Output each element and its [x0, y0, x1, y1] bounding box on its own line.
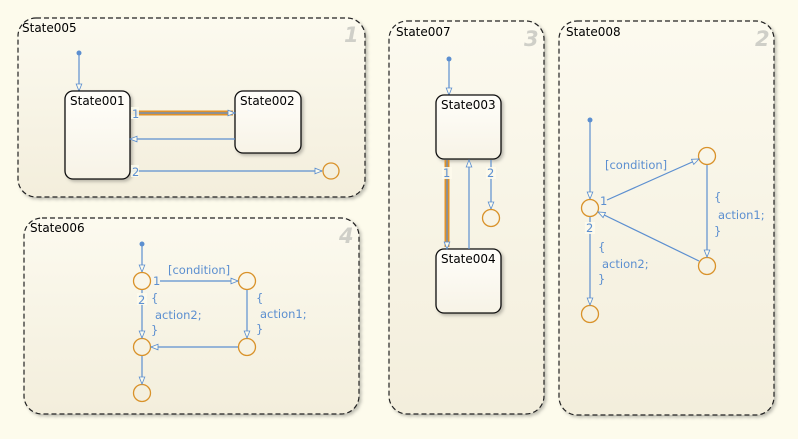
transition-label-condition: [condition]	[605, 158, 667, 172]
transition-label-condition: [condition]	[168, 263, 230, 277]
junction-1[interactable]	[580, 198, 600, 218]
superstate-border[interactable]	[558, 20, 775, 416]
transition-condition[interactable]	[606, 158, 701, 201]
superstate-state008[interactable]: State008 2 1 [condition] { action1; } 2 …	[558, 20, 775, 416]
superstate-border[interactable]	[23, 217, 360, 415]
transition-label-line: action2;	[155, 308, 202, 322]
transition-label-line: {	[256, 291, 263, 305]
transition-label-line: }	[151, 323, 158, 337]
transition-order-2: 2	[487, 166, 494, 180]
execution-order-badge: 2	[755, 27, 770, 51]
transition-label-line: action1;	[718, 208, 765, 222]
state-state003[interactable]: State003	[435, 94, 502, 160]
superstate-label[interactable]: State008	[566, 25, 621, 39]
execution-order-badge: 4	[338, 224, 354, 248]
superstate-label[interactable]: State006	[30, 221, 85, 235]
transition-label-line: {	[714, 190, 721, 204]
transition-order-1: 1	[132, 107, 139, 121]
transition-label-line: action2;	[602, 257, 649, 271]
junction-1[interactable]	[132, 271, 152, 291]
state-label: State001	[70, 94, 125, 108]
state-label: State002	[240, 94, 295, 108]
transition-label-line: }	[598, 272, 605, 286]
transition-label-line: {	[598, 240, 605, 254]
transition-order-2: 2	[586, 221, 593, 235]
superstate-label[interactable]: State005	[22, 21, 77, 35]
superstate-state005[interactable]: State005 1 State001 State002 1 2	[17, 17, 366, 198]
transition-order-2: 2	[132, 165, 139, 179]
junction-2[interactable]	[697, 146, 717, 166]
transition-order-2: 2	[138, 293, 145, 307]
transition-label-line: }	[714, 224, 721, 238]
superstate-state006[interactable]: State006 4 1 [condition] { action1; } 2 …	[23, 217, 360, 415]
superstate-label[interactable]: State007	[396, 25, 451, 39]
state-state002[interactable]: State002	[234, 90, 302, 154]
connective-junction[interactable]	[322, 162, 340, 180]
transition-label-line: action1;	[260, 307, 307, 321]
transition-j3-to-j1[interactable]	[596, 211, 700, 262]
state-state004[interactable]: State004	[435, 248, 502, 314]
connective-junction[interactable]	[481, 208, 501, 228]
execution-order-badge: 3	[524, 27, 539, 51]
transition-order-1: 1	[600, 194, 607, 208]
state-label: State003	[441, 98, 496, 112]
superstate-border[interactable]	[388, 20, 545, 415]
superstate-state007[interactable]: State007 3 State003 State004 1 2	[388, 20, 545, 415]
state-label: State004	[441, 252, 496, 266]
state-state001[interactable]: State001	[64, 90, 131, 180]
transition-label-line: }	[256, 322, 263, 336]
transition-label-line: {	[151, 291, 158, 305]
execution-order-badge: 1	[344, 23, 359, 47]
transition-order-1: 1	[443, 166, 450, 180]
transition-order-1: 1	[153, 274, 160, 288]
